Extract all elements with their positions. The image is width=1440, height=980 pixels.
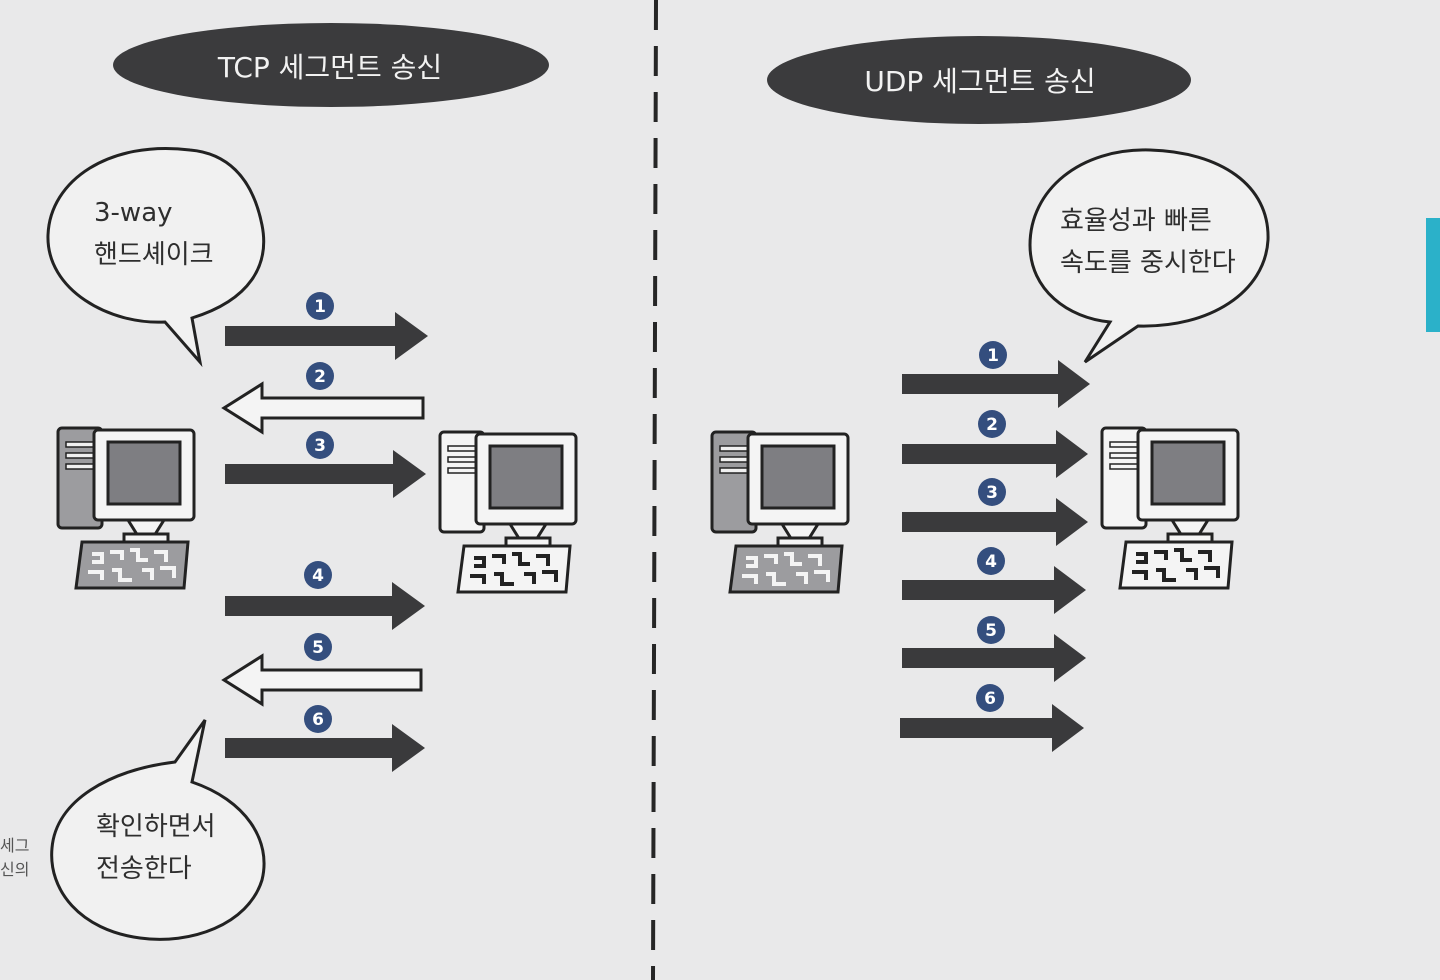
tcp-bubble-bottom-text: 확인하면서 전송한다 bbox=[96, 806, 266, 890]
tcp-arrows bbox=[221, 312, 428, 772]
tcp-step-3-label: 3 bbox=[314, 436, 326, 456]
tcp-bubble-bottom bbox=[50, 719, 266, 941]
tcp-bubble-top-line-2: 핸드셰이크 bbox=[94, 240, 214, 270]
udp-title: UDP 세그먼트 송신 bbox=[864, 65, 1096, 98]
udp-bubble bbox=[1028, 148, 1270, 364]
udp-step-3-badge bbox=[978, 478, 1006, 506]
udp-step-3-label: 3 bbox=[986, 483, 998, 503]
udp-step-badges: 1 2 3 4 5 6 bbox=[976, 341, 1007, 712]
udp-arrow-2 bbox=[902, 430, 1088, 478]
tcp-step-badges: 1 2 3 4 5 6 bbox=[304, 292, 334, 733]
tcp-arrow-3 bbox=[225, 450, 426, 498]
tcp-bubble-bottom-line-2: 전송한다 bbox=[96, 854, 192, 884]
udp-step-6-badge bbox=[976, 684, 1004, 712]
tcp-receiver-computer bbox=[438, 430, 578, 594]
udp-arrow-4 bbox=[902, 566, 1086, 614]
page-edge-tab bbox=[1426, 218, 1440, 332]
udp-step-1-label: 1 bbox=[987, 346, 999, 366]
tcp-step-2-label: 2 bbox=[314, 367, 326, 387]
udp-arrow-6 bbox=[900, 704, 1084, 752]
udp-arrows bbox=[900, 360, 1090, 752]
udp-step-6-label: 6 bbox=[984, 689, 996, 709]
tcp-step-5-badge bbox=[304, 633, 332, 661]
tcp-step-1-label: 1 bbox=[314, 297, 326, 317]
tcp-step-4-badge bbox=[304, 561, 332, 589]
udp-step-2-badge bbox=[978, 410, 1006, 438]
udp-step-2-label: 2 bbox=[986, 415, 998, 435]
udp-sender-computer bbox=[710, 430, 850, 594]
udp-receiver-computer bbox=[1100, 426, 1240, 590]
tcp-title: TCP 세그먼트 송신 bbox=[217, 51, 443, 84]
tcp-bubble-top-line-1: 3-way bbox=[94, 198, 173, 228]
udp-title-pill bbox=[767, 36, 1191, 124]
tcp-step-6-label: 6 bbox=[312, 710, 324, 730]
tcp-arrow-4 bbox=[225, 582, 425, 630]
udp-step-4-label: 4 bbox=[985, 552, 997, 572]
margin-note-line-2: 신의 bbox=[0, 860, 30, 879]
tcp-step-4-label: 4 bbox=[312, 566, 324, 586]
tcp-bubble-top bbox=[46, 147, 266, 368]
margin-note: 세그 신의 bbox=[0, 834, 34, 882]
tcp-arrow-1 bbox=[225, 312, 428, 360]
section-divider bbox=[651, 0, 658, 980]
udp-step-5-badge bbox=[977, 616, 1005, 644]
udp-step-1-badge bbox=[979, 341, 1007, 369]
udp-bubble-line-2: 속도를 중시한다 bbox=[1060, 248, 1236, 278]
tcp-step-1-badge bbox=[306, 292, 334, 320]
tcp-step-5-label: 5 bbox=[312, 638, 324, 658]
tcp-step-6-badge bbox=[304, 705, 332, 733]
tcp-sender-computer bbox=[56, 426, 196, 590]
udp-arrow-3 bbox=[902, 498, 1088, 546]
udp-step-5-label: 5 bbox=[985, 621, 997, 641]
tcp-arrow-5 bbox=[221, 653, 423, 707]
udp-bubble-text: 효율성과 빠른 속도를 중시한다 bbox=[1060, 200, 1260, 284]
tcp-title-pill bbox=[113, 23, 549, 107]
udp-arrow-5 bbox=[902, 634, 1086, 682]
udp-arrow-1 bbox=[902, 360, 1090, 408]
tcp-step-2-badge bbox=[306, 362, 334, 390]
margin-note-line-1: 세그 bbox=[0, 836, 30, 855]
tcp-arrow-6 bbox=[225, 724, 425, 772]
tcp-bubble-bottom-line-1: 확인하면서 bbox=[96, 812, 216, 842]
tcp-step-3-badge bbox=[306, 431, 334, 459]
udp-bubble-line-1: 효율성과 빠른 bbox=[1060, 206, 1212, 236]
tcp-arrow-2 bbox=[221, 381, 425, 435]
tcp-bubble-top-text: 3-way 핸드셰이크 bbox=[94, 192, 264, 276]
udp-step-4-badge bbox=[977, 547, 1005, 575]
